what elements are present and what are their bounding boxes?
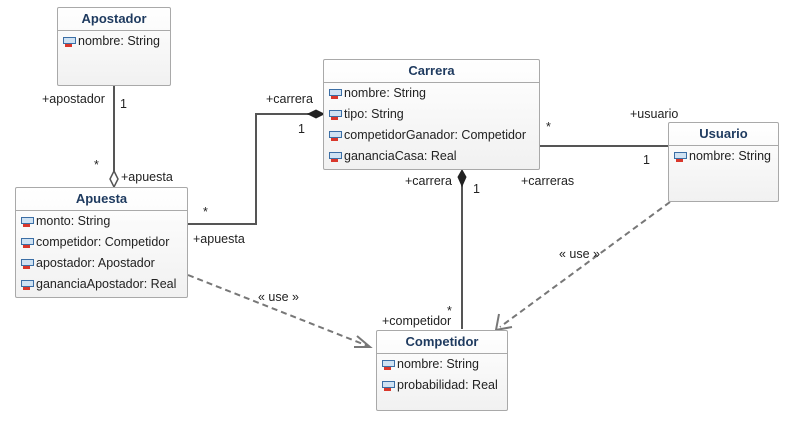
role-label: +carrera	[266, 92, 313, 106]
dependency-arrowhead-right	[494, 313, 513, 332]
attribute[interactable]: nombre: String	[324, 83, 539, 104]
attribute-icon	[21, 216, 34, 227]
usuario-competidor-dependency[interactable]	[499, 201, 671, 328]
attribute[interactable]: competidorGanador: Competidor	[324, 125, 539, 146]
attribute-text: nombre: String	[689, 149, 771, 163]
attribute[interactable]: apostador: Apostador	[16, 253, 187, 274]
class-name: Usuario	[669, 123, 778, 146]
attribute-icon	[21, 279, 34, 290]
multiplicity-label: *	[94, 158, 99, 172]
attribute-text: gananciaApostador: Real	[36, 277, 177, 291]
multiplicity-label: 1	[473, 182, 480, 196]
attribute-icon	[329, 109, 342, 120]
dependency-arrowhead-left	[354, 335, 373, 348]
class-carrera[interactable]: Carrera nombre: String tipo: String comp…	[323, 59, 540, 170]
attribute[interactable]: gananciaCasa: Real	[324, 146, 539, 167]
multiplicity-label: 1	[643, 153, 650, 167]
attribute-text: monto: String	[36, 214, 111, 228]
attribute-icon	[21, 258, 34, 269]
role-label: +apuesta	[121, 170, 173, 184]
attribute-text: nombre: String	[397, 357, 479, 371]
attribute-icon	[382, 359, 395, 370]
role-label: +carreras	[521, 174, 575, 188]
attribute-text: apostador: Apostador	[36, 256, 155, 270]
multiplicity-label: *	[546, 120, 551, 134]
attribute-icon	[329, 88, 342, 99]
class-competidor[interactable]: Competidor nombre: String probabilidad: …	[376, 330, 508, 411]
class-name: Carrera	[324, 60, 539, 83]
attribute-icon	[63, 36, 76, 47]
attribute-text: gananciaCasa: Real	[344, 149, 457, 163]
attribute-text: nombre: String	[344, 86, 426, 100]
multiplicity-label: 1	[298, 122, 305, 136]
role-label: +carrera	[405, 174, 452, 188]
role-label: +apuesta	[193, 232, 245, 246]
multiplicity-label: 1	[120, 97, 127, 111]
attribute[interactable]: monto: String	[16, 211, 187, 232]
multiplicity-label: *	[447, 304, 452, 318]
attribute[interactable]: nombre: String	[58, 31, 170, 52]
aggregation-diamond	[109, 169, 119, 189]
attribute-icon	[329, 130, 342, 141]
attribute[interactable]: gananciaApostador: Real	[16, 274, 187, 295]
role-label: +apostador	[42, 92, 105, 106]
attribute-icon	[674, 151, 687, 162]
class-name: Apuesta	[16, 188, 187, 211]
attribute-text: competidor: Competidor	[36, 235, 170, 249]
stereotype-label: « use »	[258, 290, 300, 304]
class-apuesta[interactable]: Apuesta monto: String competidor: Compet…	[15, 187, 188, 298]
apuesta-competidor-dependency[interactable]	[187, 274, 369, 347]
attribute-icon	[21, 237, 34, 248]
attribute-text: probabilidad: Real	[397, 378, 498, 392]
stereotype-label: « use »	[559, 247, 601, 261]
attribute-icon	[382, 380, 395, 391]
attribute-text: tipo: String	[344, 107, 404, 121]
attribute-icon	[329, 151, 342, 162]
composition-diamond-bottom	[457, 168, 467, 188]
multiplicity-label: *	[203, 205, 208, 219]
attribute[interactable]: tipo: String	[324, 104, 539, 125]
attribute-text: competidorGanador: Competidor	[344, 128, 527, 142]
class-name: Apostador	[58, 8, 170, 31]
apuesta-carrera-association[interactable]	[188, 113, 312, 225]
class-apostador[interactable]: Apostador nombre: String	[57, 7, 171, 86]
attribute[interactable]: nombre: String	[669, 146, 778, 167]
composition-diamond-left	[306, 109, 326, 119]
attribute[interactable]: competidor: Competidor	[16, 232, 187, 253]
attribute-text: nombre: String	[78, 34, 160, 48]
class-name: Competidor	[377, 331, 507, 354]
class-usuario[interactable]: Usuario nombre: String	[668, 122, 779, 202]
role-label: +competidor	[382, 314, 452, 328]
attribute[interactable]: nombre: String	[377, 354, 507, 375]
attribute[interactable]: probabilidad: Real	[377, 375, 507, 396]
role-label: +usuario	[630, 107, 679, 121]
